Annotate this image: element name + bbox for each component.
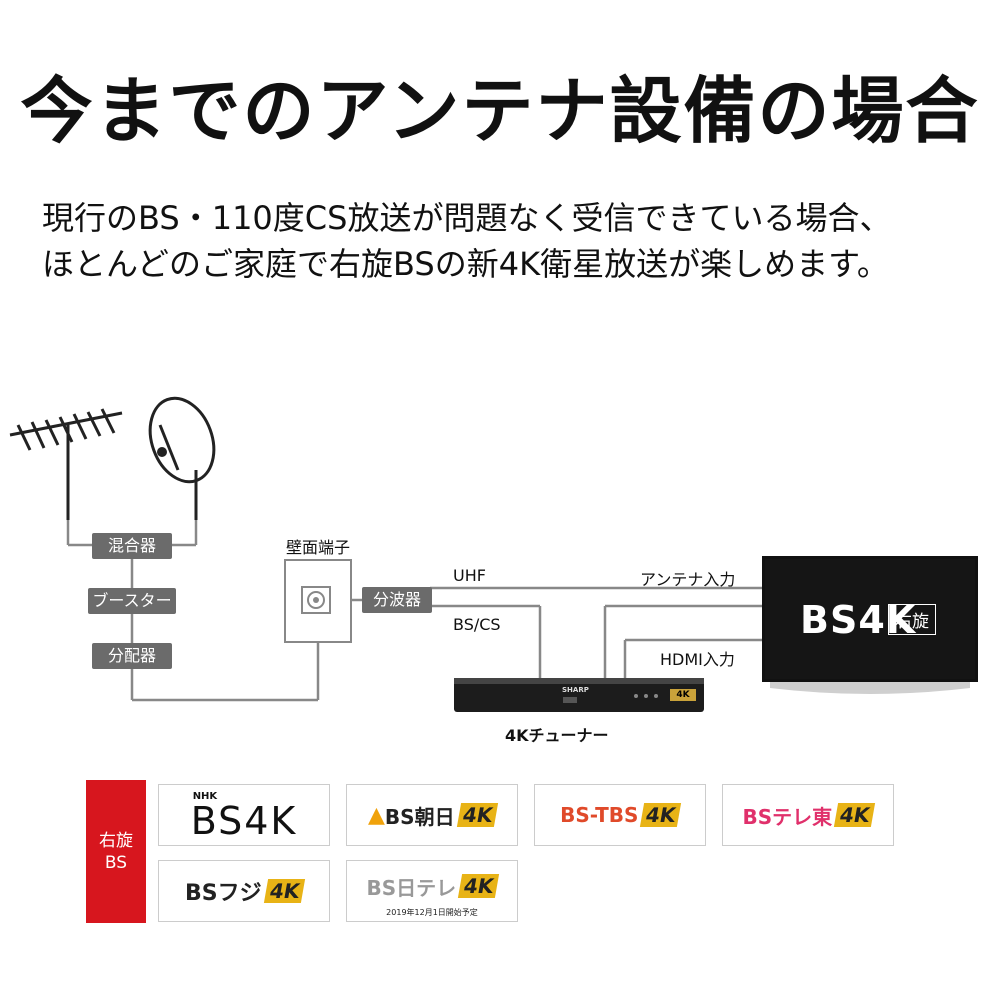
channel-category: 右旋 BS — [86, 780, 146, 923]
booster-box: ブースター — [88, 588, 176, 614]
tuner-label: 4Kチューナー — [505, 726, 609, 745]
splitter-box: 分波器 — [362, 587, 432, 613]
tv-icon — [762, 556, 978, 694]
nhk-small-text: NHK — [192, 790, 218, 802]
intro-text: 現行のBS・110度CS放送が問題なく受信できている場合、 ほとんどのご家庭で右… — [42, 195, 982, 287]
tuner-4k-badge: 4K — [670, 689, 696, 701]
intro-line-1: 現行のBS・110度CS放送が問題なく受信できている場合、 — [42, 199, 892, 237]
asahi-brand: BS朝日 — [384, 804, 455, 829]
fuji-brand: BSフジ — [184, 881, 262, 906]
wall-socket-icon — [284, 559, 352, 643]
uhf-label: UHF — [453, 566, 486, 585]
uhf-antenna-icon — [9, 408, 123, 520]
category-line-2: BS — [104, 852, 128, 873]
bs-tbs-4k-logo: BS-TBS 4K — [534, 784, 706, 846]
tbs-brand: BS-TBS — [560, 803, 639, 827]
bs-ntv-4k-logo: BS日テレ 4K 2019年12月1日開始予定 — [346, 860, 518, 922]
tuner-box-icon — [454, 678, 704, 712]
fuji-4k-badge: 4K — [263, 879, 306, 903]
intro-line-2: ほとんどのご家庭で右旋BSの新4K衛星放送が楽しめます。 — [42, 245, 889, 283]
ntv-4k-badge: 4K — [457, 874, 500, 898]
wall-terminal-label: 壁面端子 — [286, 538, 351, 557]
satellite-dish-icon — [148, 396, 216, 520]
tuner-brand: SHARP — [562, 686, 589, 694]
tvtokyo-brand: BSテレ東 — [742, 804, 833, 829]
distributor-box: 分配器 — [92, 643, 172, 669]
tv-tag: 右旋 — [888, 604, 936, 635]
connection-diagram — [9, 396, 978, 712]
asahi-a-icon: ▲ — [368, 802, 385, 828]
tbs-4k-badge: 4K — [640, 803, 682, 827]
hdmi-input-label: HDMI入力 — [660, 650, 735, 669]
category-line-1: 右旋 — [99, 830, 133, 851]
bs-asahi-4k-logo: ▲ BS朝日 4K — [346, 784, 518, 846]
bscs-label: BS/CS — [453, 615, 501, 634]
ntv-start-note: 2019年12月1日開始予定 — [386, 908, 478, 917]
antenna-input-label: アンテナ入力 — [640, 570, 736, 589]
nhk-main-text: BS4K — [190, 798, 298, 843]
page-title: 今までのアンテナ設備の場合 — [20, 69, 980, 153]
ntv-brand: BS日テレ — [366, 875, 457, 900]
bs-tvtokyo-4k-logo: BSテレ東 4K — [722, 784, 894, 846]
asahi-4k-badge: 4K — [456, 803, 499, 827]
mixer-box: 混合器 — [92, 533, 172, 559]
bs-fuji-4k-logo: BSフジ 4K — [158, 860, 330, 922]
nhk-bs4k-logo: NHK BS4K — [158, 784, 330, 846]
tvtokyo-4k-badge: 4K — [833, 803, 876, 827]
